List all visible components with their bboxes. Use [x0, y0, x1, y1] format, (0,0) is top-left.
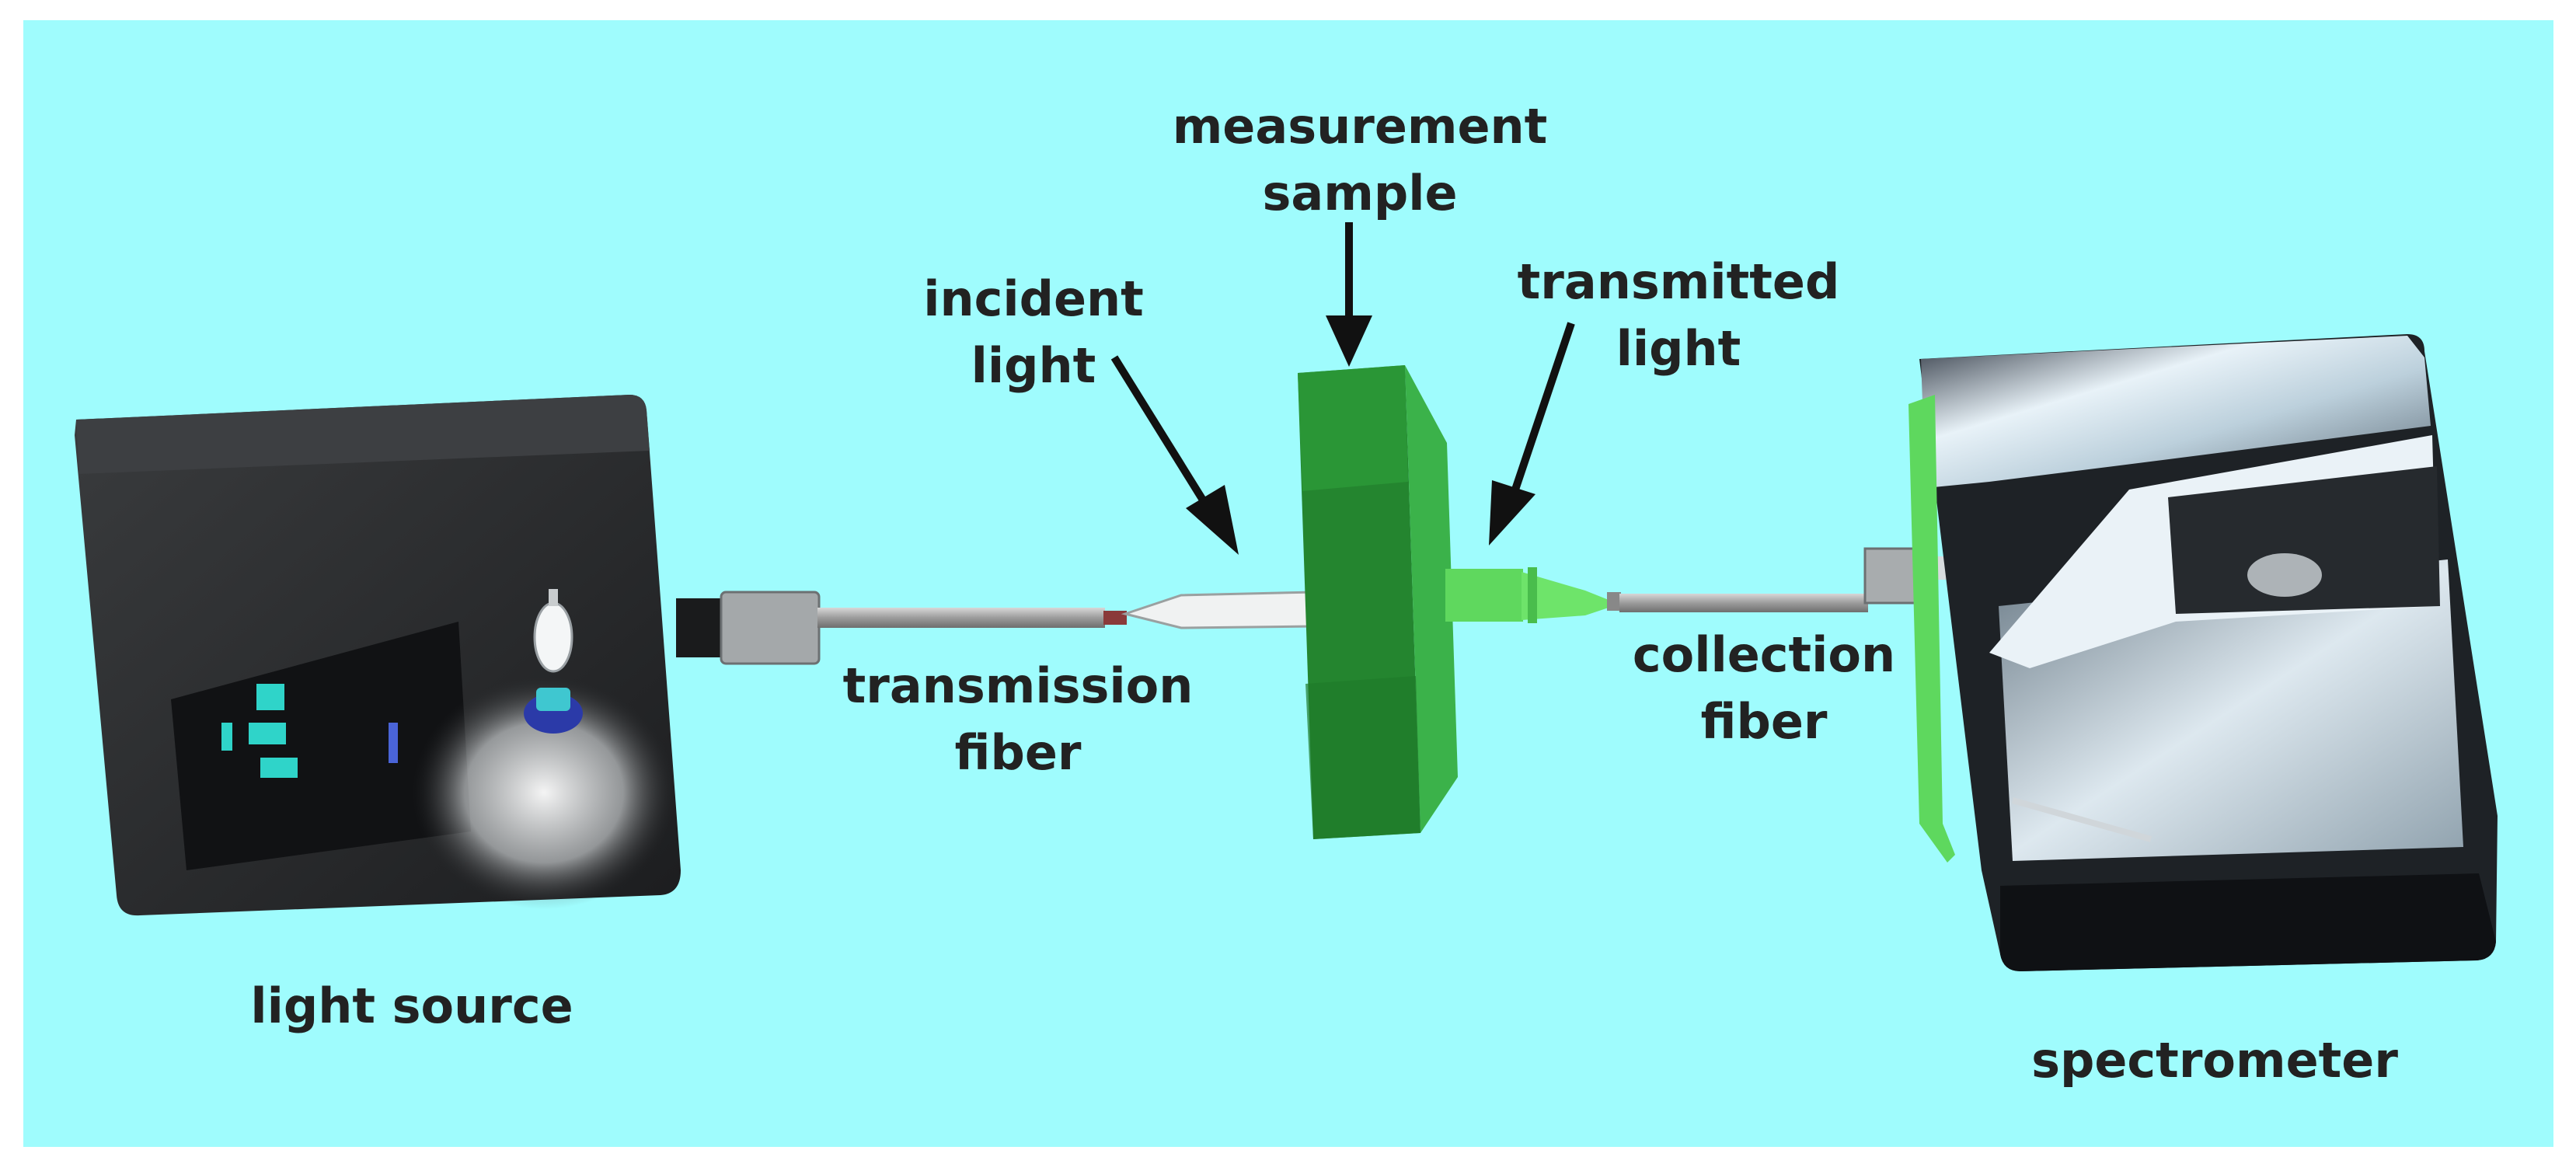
arrow-measurement-sample [1326, 222, 1372, 367]
label-transmission-fiber-line1: transmission [842, 657, 1194, 714]
arrow-incident-light [1110, 355, 1239, 555]
spectrometer-device [1908, 334, 2498, 971]
label-transmission-fiber-line2: fiber [954, 724, 1082, 781]
label-transmission-fiber: transmission fiber [824, 653, 1212, 786]
arrow-transmitted-light [1489, 322, 1575, 545]
label-incident-light-line1: incident [923, 270, 1144, 327]
lamp-bulb-icon [524, 589, 583, 734]
label-transmitted-light-line1: transmitted [1517, 253, 1840, 310]
label-incident-light: incident light [894, 266, 1173, 399]
label-measurement-sample-line2: sample [1262, 165, 1458, 221]
label-transmitted-light: transmitted light [1500, 249, 1857, 382]
label-collection-fiber-line1: collection [1632, 626, 1896, 683]
label-measurement-sample-line1: measurement [1172, 98, 1548, 155]
label-incident-light-line2: light [971, 337, 1096, 394]
measurement-sample-block [1298, 365, 1458, 839]
label-measurement-sample: measurement sample [1127, 93, 1593, 227]
label-light-source: light source [250, 978, 573, 1034]
light-source-device [75, 395, 821, 916]
label-transmitted-light-line2: light [1616, 320, 1741, 377]
label-spectrometer: spectrometer [2031, 1032, 2398, 1089]
label-collection-fiber: collection fiber [1601, 622, 1927, 755]
label-collection-fiber-line2: fiber [1700, 693, 1828, 750]
